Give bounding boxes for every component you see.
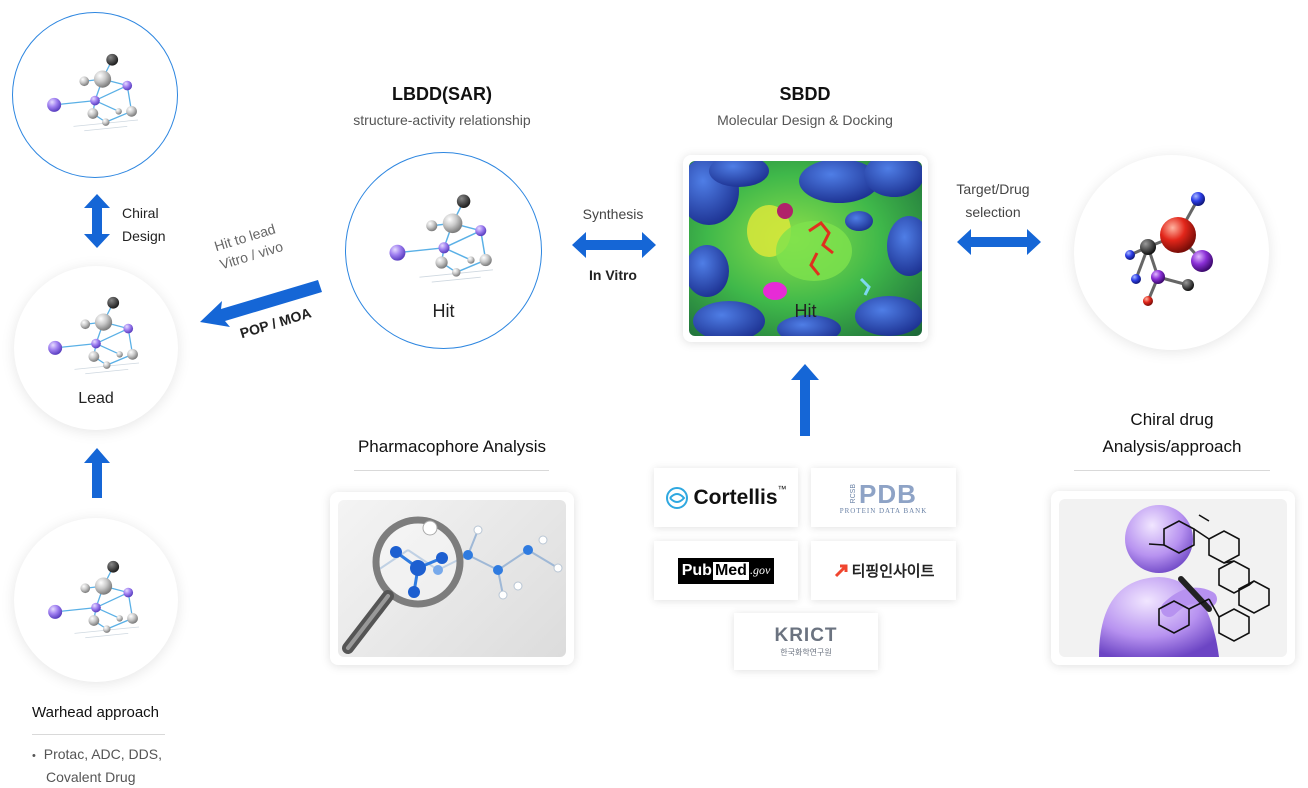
cortellis-swirl-icon xyxy=(666,486,689,509)
molecule-icon xyxy=(42,556,150,642)
target-drug-line1: Target/Drug xyxy=(956,181,1030,197)
divider xyxy=(1074,470,1270,471)
target-molecule-circle xyxy=(1074,155,1269,350)
chiral-design-label: Chiral Design xyxy=(122,202,166,248)
pdb-logo-card: RCSB PDB PROTEIN DATA BANK xyxy=(811,468,956,527)
in-vitro-label: In Vitro xyxy=(589,267,637,283)
krict-caption: 한국화학연구원 xyxy=(780,648,832,657)
docking-image xyxy=(689,161,922,336)
up-arrow-icon xyxy=(84,448,110,498)
cortellis-tm: ™ xyxy=(777,484,787,494)
tiping-icon xyxy=(834,564,848,577)
molecule-icon xyxy=(382,189,506,287)
cortellis-logo-card: Cortellis ™ xyxy=(654,468,798,527)
pharmacophore-image-card xyxy=(330,492,574,665)
docking-hit-label: Hit xyxy=(794,301,817,321)
double-arrow-horizontal-icon xyxy=(957,229,1041,255)
target-drug-label: Target/Drug selection xyxy=(943,178,1043,224)
sbdd-title: SBDD xyxy=(779,84,831,104)
hit-to-lead-text: Hit to lead Vitro / vivo xyxy=(212,219,285,274)
molecule-icon xyxy=(41,49,149,135)
bullet: • xyxy=(32,750,36,762)
hit-label: Hit xyxy=(432,301,455,321)
cortellis-text: Cortellis xyxy=(693,485,778,509)
sbdd-subtitle: Molecular Design & Docking xyxy=(717,112,893,128)
lead-label: Lead xyxy=(78,390,114,407)
warhead-molecule-circle xyxy=(14,518,178,682)
warhead-title: Warhead approach xyxy=(32,704,160,721)
lbdd-title: LBDD(SAR) xyxy=(392,84,492,104)
molecule-3d-icon xyxy=(1125,192,1213,306)
lbdd-subtitle: structure-activity relationship xyxy=(353,112,531,128)
krict-logo-card: KRICT 한국화학연구원 xyxy=(734,613,878,670)
double-arrow-horizontal-icon xyxy=(572,232,656,258)
pdb-prefix: RCSB xyxy=(850,483,858,504)
tiping-text: 티핑인사이트 xyxy=(851,562,935,580)
chiral-design-line2: Design xyxy=(122,228,166,244)
lead-circle: Lead xyxy=(14,266,178,430)
pdb-text: PDB xyxy=(859,478,917,509)
warhead-list: • Protac, ADC, DDS, Covalent Drug xyxy=(32,744,162,788)
pubmed-pub: Pub xyxy=(681,561,712,579)
warhead-item-line2: Covalent Drug xyxy=(46,769,136,785)
top-molecule-circle xyxy=(12,12,178,178)
chiral-drug-line2: Analysis/approach xyxy=(1102,437,1242,456)
magnifier-molecule-image xyxy=(338,500,566,657)
warhead-item-line1: Protac, ADC, DDS, xyxy=(43,746,163,762)
up-arrow-icon xyxy=(791,364,819,436)
divider xyxy=(32,734,165,735)
hit-circle: Hit xyxy=(345,152,542,349)
molecule-icon xyxy=(42,292,150,378)
krict-text: KRICT xyxy=(774,625,838,646)
tiping-logo-card: 티핑인사이트 xyxy=(811,541,956,600)
chiral-drug-line1: Chiral drug xyxy=(1130,410,1214,429)
left-arrow-icon xyxy=(200,280,322,327)
synthesis-label: Synthesis xyxy=(582,206,644,222)
pharmacophore-title: Pharmacophore Analysis xyxy=(357,437,547,456)
pubmed-logo-card: Pub Med .gov xyxy=(654,541,798,600)
chiral-drug-title: Chiral drug Analysis/approach xyxy=(1072,406,1272,460)
docking-image-card: Hit xyxy=(683,155,928,342)
pdb-caption: PROTEIN DATA BANK xyxy=(839,506,928,515)
divider xyxy=(354,470,549,471)
double-arrow-vertical-icon xyxy=(84,194,110,248)
chiral-figure-image xyxy=(1059,499,1287,657)
chiral-design-line1: Chiral xyxy=(122,205,159,221)
pubmed-gov: .gov xyxy=(749,563,771,577)
target-drug-line2: selection xyxy=(965,204,1021,220)
pubmed-med: Med xyxy=(712,561,749,580)
chiral-drug-image-card xyxy=(1051,491,1295,665)
